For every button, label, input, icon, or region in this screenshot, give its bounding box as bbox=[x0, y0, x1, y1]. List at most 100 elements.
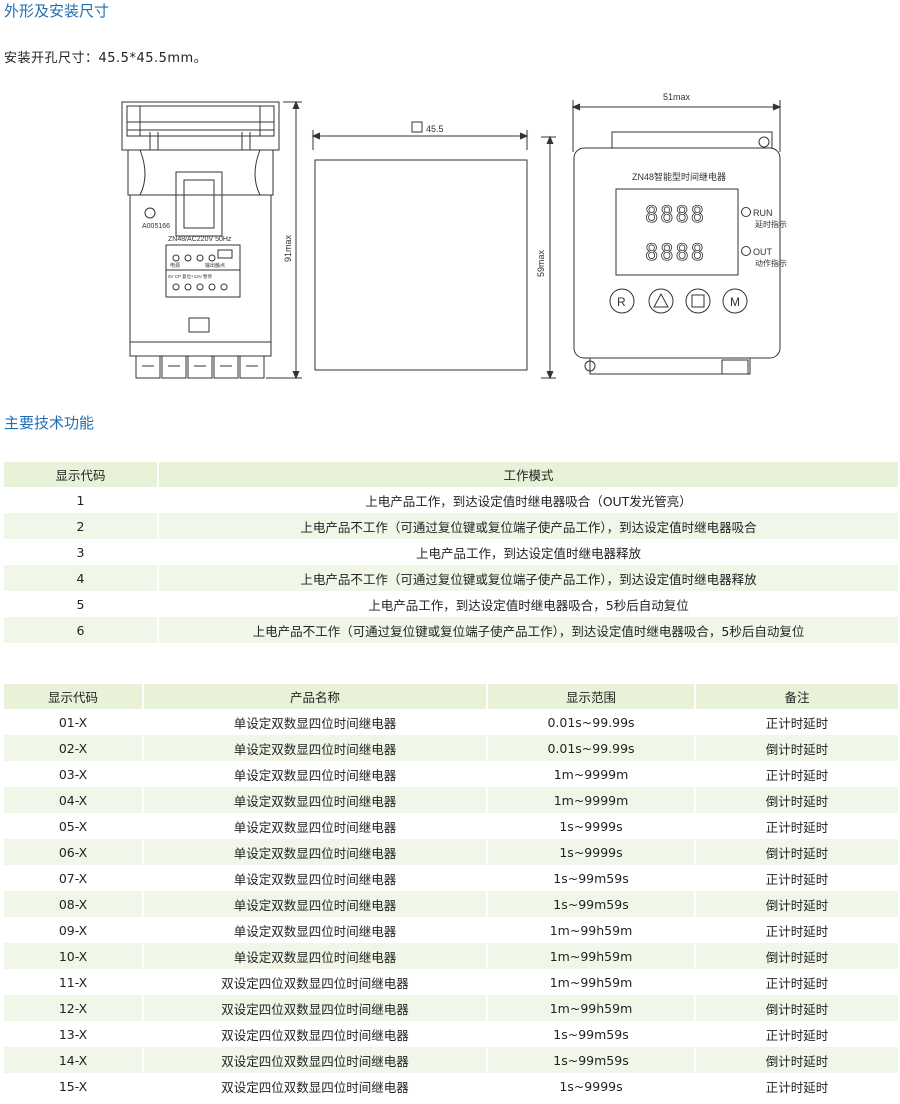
product-code-cell: 07-X bbox=[4, 865, 144, 891]
product-code-cell: 03-X bbox=[4, 761, 144, 787]
front-product-name: ZN48智能型时间继电器 bbox=[632, 171, 726, 182]
product-code-cell: 06-X bbox=[4, 839, 144, 865]
column-header: 显示代码 bbox=[4, 462, 159, 487]
product-name-cell: 双设定四位双数显四位时间继电器 bbox=[143, 969, 488, 995]
label-power: 电源 bbox=[170, 262, 180, 269]
remark-cell: 正计时延时 bbox=[765, 871, 829, 887]
mode-desc-cell: 上电产品不工作（可通过复位键或复位端子使产品工作），到达设定值时继电器吸合，5秒… bbox=[158, 617, 898, 643]
display-range-cell: 1m~9999m bbox=[487, 761, 696, 787]
rear-square-dim: 45.5 bbox=[426, 124, 444, 134]
mode-code-cell: 4 bbox=[4, 565, 159, 591]
remark-cell: 倒计时延时 bbox=[695, 995, 898, 1021]
button-m-label: M bbox=[730, 295, 740, 309]
display-digits-top: 8888 bbox=[645, 203, 706, 228]
product-name-cell: 双设定四位双数显四位时间继电器 bbox=[143, 1073, 488, 1099]
product-code-cell: 05-X bbox=[4, 813, 144, 839]
product-code-cell: 14-X bbox=[4, 1047, 144, 1073]
product-name-cell: 单设定双数显四位时间继电器 bbox=[143, 943, 488, 969]
remark-cell: 正计时延时 bbox=[765, 715, 829, 731]
product-code-cell: 15-X bbox=[4, 1073, 144, 1099]
product-name-cell: 单设定双数显四位时间继电器 bbox=[143, 813, 488, 839]
table-row: 3 上电产品工作，到达设定值时继电器释放 bbox=[4, 539, 898, 565]
remark-cell: 正计时延时 bbox=[765, 975, 829, 991]
product-code-cell: 01-X bbox=[4, 709, 144, 735]
display-range-cell: 1s~99m59s bbox=[487, 1047, 696, 1073]
run-indicator-desc: 延时指示 bbox=[755, 219, 787, 229]
terminal-labels: 0V CP 复位+12V 暂停 bbox=[168, 273, 213, 280]
display-range-cell: 1s~9999s bbox=[487, 813, 696, 839]
out-indicator-label: OUT bbox=[753, 247, 773, 257]
run-indicator-label: RUN bbox=[753, 208, 773, 218]
column-header: 产品名称 bbox=[143, 684, 488, 709]
table-row: 1 上电产品工作，到达设定值时继电器吸合（OUT发光管亮） bbox=[4, 487, 898, 513]
display-range-cell: 1s~99m59s bbox=[487, 865, 696, 891]
front-width-dim: 51max bbox=[663, 92, 691, 102]
remark-cell: 倒计时延时 bbox=[695, 839, 898, 865]
product-code-cell: 11-X bbox=[4, 969, 144, 995]
display-range-cell: 1m~99h59m bbox=[487, 995, 696, 1021]
remark-cell: 倒计时延时 bbox=[695, 735, 898, 761]
display-digits-bottom: 8888 bbox=[645, 241, 706, 266]
functions-section-title: 主要技术功能 bbox=[4, 414, 95, 432]
display-range-cell: 0.01s~99.99s bbox=[487, 709, 696, 735]
mode-code-cell: 1 bbox=[4, 487, 159, 513]
product-code-cell: 08-X bbox=[4, 891, 144, 917]
mode-code-cell: 5 bbox=[4, 591, 159, 617]
label-output: 输出触点 bbox=[205, 262, 225, 269]
product-name-cell: 单设定双数显四位时间继电器 bbox=[143, 839, 488, 865]
column-header: 显示代码 bbox=[4, 684, 144, 709]
mode-code-cell: 2 bbox=[4, 513, 159, 539]
column-header: 工作模式 bbox=[158, 462, 898, 487]
remark-cell: 正计时延时 bbox=[765, 923, 829, 939]
display-range-cell: 1m~99h59m bbox=[487, 917, 696, 943]
remark-cell: 正计时延时 bbox=[765, 819, 829, 835]
button-r-label: R bbox=[617, 295, 626, 309]
product-name-cell: 双设定四位双数显四位时间继电器 bbox=[143, 995, 488, 1021]
remark-cell: 倒计时延时 bbox=[695, 891, 898, 917]
work-mode-table: 显示代码 工作模式 1 上电产品工作，到达设定值时继电器吸合（OUT发光管亮） … bbox=[4, 462, 898, 643]
product-name-cell: 单设定双数显四位时间继电器 bbox=[143, 917, 488, 943]
certificate-code: A005166 bbox=[142, 223, 170, 230]
mode-desc-cell: 上电产品工作，到达设定值时继电器吸合（OUT发光管亮） bbox=[365, 493, 692, 509]
table-header-row: 显示代码 工作模式 bbox=[4, 462, 898, 487]
display-range-cell: 0.01s~99.99s bbox=[487, 735, 696, 761]
column-header: 备注 bbox=[695, 684, 898, 709]
product-name-cell: 双设定四位双数显四位时间继电器 bbox=[143, 1047, 488, 1073]
out-indicator-desc: 动作指示 bbox=[755, 258, 787, 268]
dimension-drawing: A005166 ZN48/AC220V 50Hz 电源 输出触点 0V CP 复… bbox=[0, 80, 900, 390]
table-row: 6 上电产品不工作（可通过复位键或复位端子使产品工作），到达设定值时继电器吸合，… bbox=[4, 617, 898, 643]
remark-cell: 倒计时延时 bbox=[695, 1047, 898, 1073]
product-code-cell: 02-X bbox=[4, 735, 144, 761]
product-name-cell: 单设定双数显四位时间继电器 bbox=[143, 891, 488, 917]
product-name-cell: 单设定双数显四位时间继电器 bbox=[143, 735, 488, 761]
side-model-text: ZN48/AC220V 50Hz bbox=[168, 236, 232, 243]
column-header: 显示范围 bbox=[487, 684, 696, 709]
product-code-cell: 12-X bbox=[4, 995, 144, 1021]
mode-desc-cell: 上电产品不工作（可通过复位键或复位端子使产品工作），到达设定值时继电器吸合 bbox=[158, 513, 898, 539]
display-range-cell: 1m~99h59m bbox=[487, 969, 696, 995]
product-name-cell: 单设定双数显四位时间继电器 bbox=[143, 787, 488, 813]
mode-desc-cell: 上电产品工作，到达设定值时继电器释放 bbox=[415, 545, 641, 561]
table-row: 2 上电产品不工作（可通过复位键或复位端子使产品工作），到达设定值时继电器吸合 bbox=[4, 513, 898, 539]
display-range-cell: 1m~99h59m bbox=[487, 943, 696, 969]
product-code-cell: 10-X bbox=[4, 943, 144, 969]
product-code-cell: 04-X bbox=[4, 787, 144, 813]
front-view-drawing bbox=[571, 100, 782, 375]
rear-height-dim: 59max bbox=[536, 249, 546, 277]
remark-cell: 倒计时延时 bbox=[695, 787, 898, 813]
